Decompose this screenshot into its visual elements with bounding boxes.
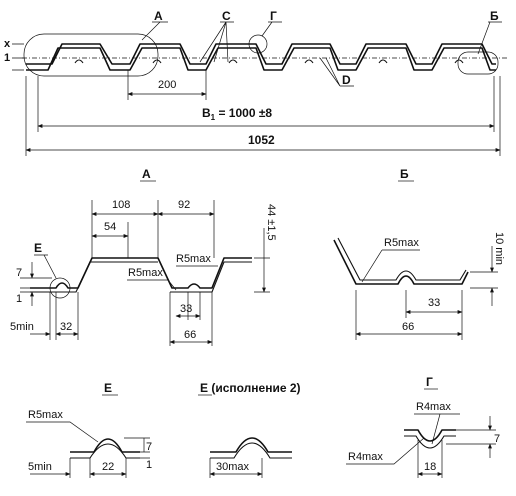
dim-e-5min: 5min xyxy=(28,461,52,473)
profile-sheet-upper xyxy=(26,43,496,65)
detail-e2-title: Е (исполнение 2) xyxy=(200,381,301,395)
callout-g-label: Г xyxy=(270,9,277,23)
dim-54: 54 xyxy=(104,221,116,233)
main-profile-view: x 1 А С Г Б D 200 B1 = 1000 ±8 1052 xyxy=(4,9,508,156)
radius-label-e: R5max xyxy=(28,409,63,421)
dim-edge-32: 32 xyxy=(60,321,72,333)
radius-label-g-top: R4max xyxy=(416,401,451,413)
callout-c-label: С xyxy=(222,9,231,23)
callout-d-label: D xyxy=(342,73,351,87)
profile-sheet-lower xyxy=(26,47,496,71)
detail-g: Г R4max R4max 7 18 xyxy=(346,375,500,478)
detail-b-profile xyxy=(333,239,469,285)
dim-e2-30max: 30max xyxy=(216,461,250,473)
dim-g-7: 7 xyxy=(494,433,500,445)
dim-lip-10min: 10 min xyxy=(493,232,505,265)
detail-e-title: Е xyxy=(104,381,112,395)
dim-pitch: 200 xyxy=(158,79,176,91)
dim-min-edge: 5min xyxy=(10,321,34,333)
dim-overall: 1052 xyxy=(248,133,275,147)
detail-a-profile xyxy=(30,257,252,289)
dim-108: 108 xyxy=(112,199,130,211)
callout-g-circle xyxy=(248,34,268,54)
dim-e-1: 1 xyxy=(146,459,152,471)
layer-label-2: x xyxy=(4,38,11,50)
dim-92: 92 xyxy=(178,199,190,211)
callout-b-label: Б xyxy=(490,9,499,23)
dim-b-66: 66 xyxy=(402,321,414,333)
detail-e-profile xyxy=(70,438,140,453)
detail-b: Б R5max 10 min 33 66 xyxy=(333,167,505,340)
dim-bottom-66: 66 xyxy=(184,329,196,341)
dim-e-7: 7 xyxy=(146,441,152,453)
detail-g-title: Г xyxy=(426,375,433,389)
radius-label-b: R5max xyxy=(384,237,419,249)
callout-a-label: А xyxy=(154,9,163,23)
radius-label-g-bottom: R4max xyxy=(348,451,383,463)
detail-a-title: А xyxy=(142,167,151,181)
dim-height-44: 44 ±1,5 xyxy=(265,204,277,241)
radius-label-a1: R5max xyxy=(128,267,163,279)
layer-label-x: 1 xyxy=(4,52,10,64)
detail-b-title: Б xyxy=(400,167,409,181)
radius-label-a2: R5max xyxy=(176,253,211,265)
detail-e2: Е (исполнение 2) 30max xyxy=(198,381,301,478)
detail-e2-profile xyxy=(210,437,292,453)
callout-b-outline xyxy=(457,51,499,75)
detail-a: А Е 108 92 54 R5max R5max 44 ±1,5 7 1 xyxy=(10,167,277,346)
dim-stiffener-7: 7 xyxy=(16,267,22,279)
dim-thickness-1: 1 xyxy=(16,293,22,305)
dim-e-22: 22 xyxy=(102,461,114,473)
detail-g-profile xyxy=(404,429,456,442)
dim-width-label: B1 = 1000 ±8 xyxy=(202,106,272,122)
detail-e: Е R5max 7 1 5min 22 xyxy=(26,381,152,478)
callout-e-label: Е xyxy=(34,241,42,255)
dim-b-33: 33 xyxy=(428,297,440,309)
dim-g-18: 18 xyxy=(424,461,436,473)
dim-bottom-33: 33 xyxy=(180,303,192,315)
callout-a-outline xyxy=(23,33,159,77)
